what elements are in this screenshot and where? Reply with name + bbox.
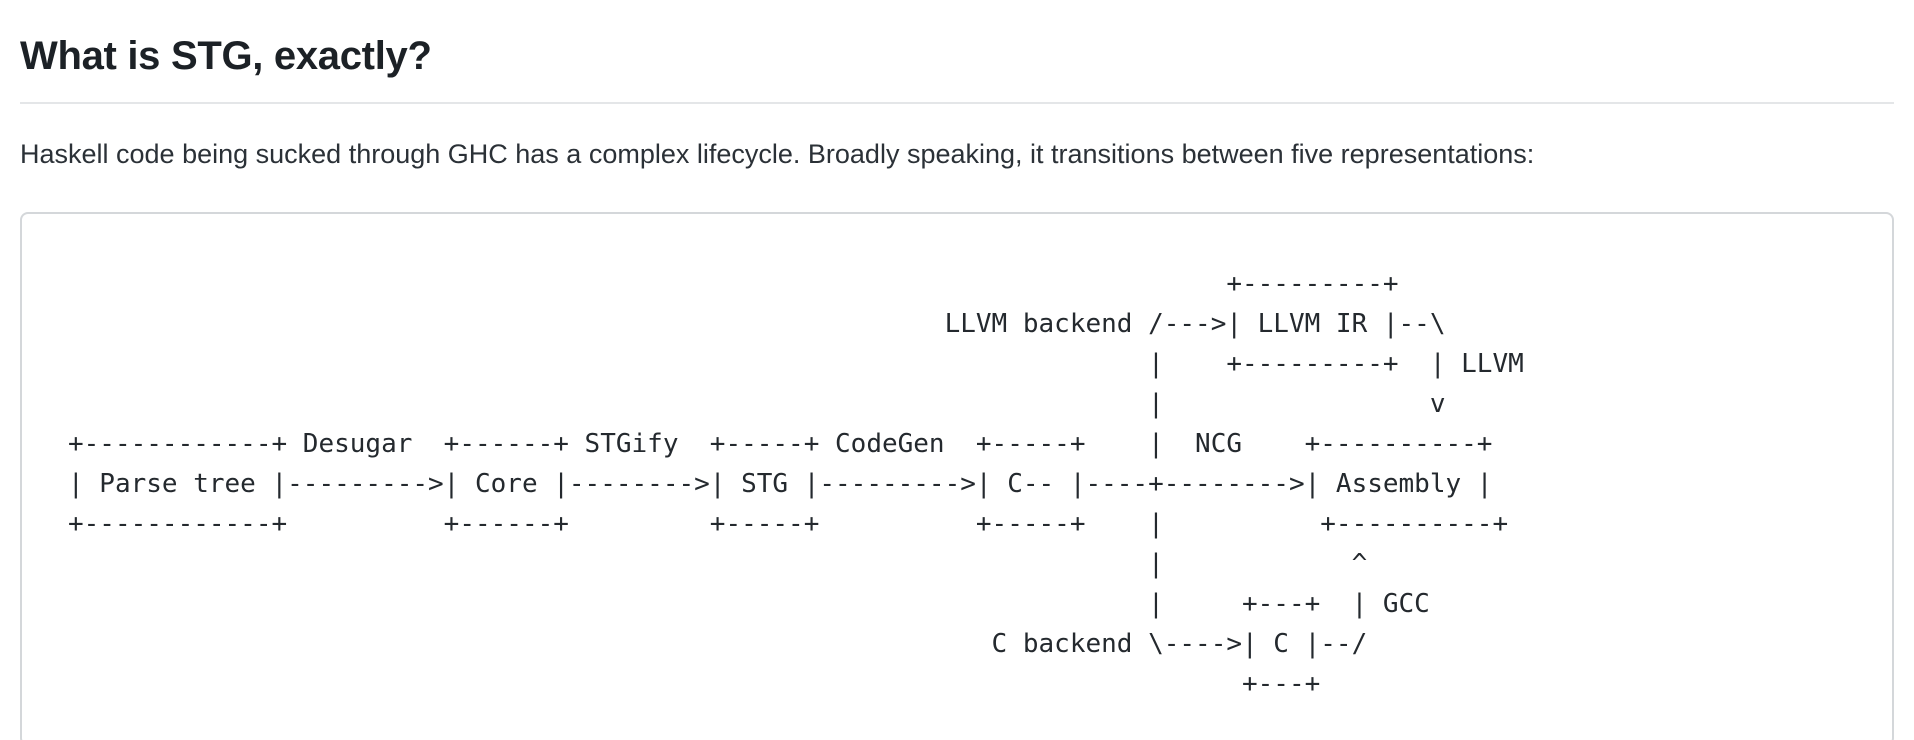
code-block: +---------+ LLVM backend /--->| LLVM IR … (20, 212, 1894, 740)
heading-divider (20, 102, 1894, 104)
ascii-pipeline-diagram: +---------+ LLVM backend /--->| LLVM IR … (68, 269, 1524, 699)
intro-paragraph: Haskell code being sucked through GHC ha… (20, 139, 1535, 169)
page-title: What is STG, exactly? (20, 34, 432, 78)
